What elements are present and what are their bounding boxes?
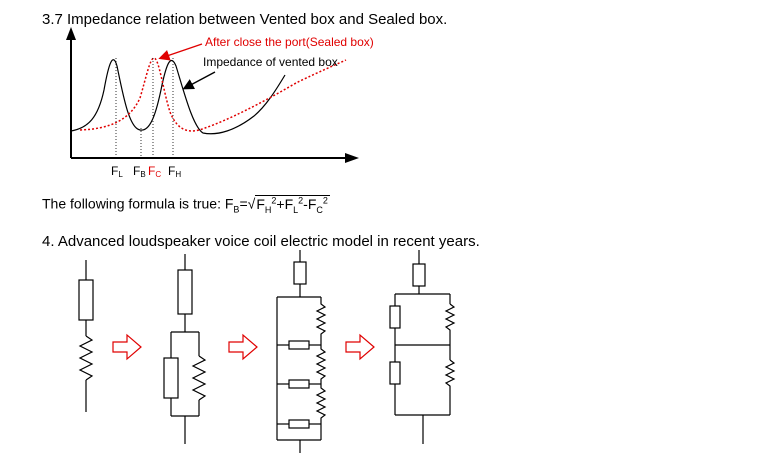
inductor-coil	[191, 355, 207, 401]
resistor	[163, 357, 179, 399]
vented-impedance-curve	[70, 59, 286, 135]
label-fl: FL	[111, 164, 123, 179]
label-fh: FH	[168, 164, 181, 179]
sealed-impedance-curve	[79, 57, 347, 132]
resistor	[412, 263, 426, 287]
resistor	[389, 305, 401, 329]
arrow-right-icon-2	[228, 333, 258, 361]
arrow-right-icon-1	[112, 333, 142, 361]
inductor-coil	[78, 335, 94, 381]
label-fb: FB	[133, 164, 146, 179]
model-1-r-l	[78, 260, 94, 412]
sealed-annotation: After close the port(Sealed box)	[205, 35, 374, 49]
radicand: FH2+FL2-FC2	[255, 194, 330, 215]
section-heading-voice-coil: 4. Advanced loudspeaker voice coil elect…	[42, 233, 480, 250]
label-fc: FC	[148, 164, 161, 179]
model-2-r-parallel	[163, 254, 207, 444]
inductor-coil	[315, 297, 327, 345]
model-3-ladder	[276, 250, 327, 453]
resistor	[78, 279, 94, 321]
impedance-chart: FL FB FC FH After close the port(Sealed …	[66, 27, 374, 179]
inductor-coil	[444, 303, 456, 345]
sealed-annotation-arrow	[158, 43, 203, 61]
y-axis-arrow-icon	[66, 27, 76, 40]
inductor-coil	[315, 384, 327, 424]
model-4-two-stage	[389, 250, 456, 444]
formula-line: The following formula is true: FB=√FH2+F…	[42, 194, 330, 215]
resistor	[288, 340, 310, 350]
vented-annotation: Impedance of vented box	[203, 55, 338, 69]
inductor-coil	[315, 345, 327, 384]
radical-icon: √	[247, 195, 256, 212]
x-axis-arrow-icon	[345, 153, 359, 163]
vented-annotation-arrow	[182, 71, 216, 90]
inductor-coil	[444, 359, 456, 415]
resistor	[389, 361, 401, 385]
formula-prefix: The following formula is true:	[42, 195, 225, 212]
resistor	[288, 379, 310, 389]
resistor	[293, 261, 307, 285]
section-heading-impedance: 3.7 Impedance relation between Vented bo…	[42, 11, 448, 28]
arrow-right-icon-3	[345, 333, 375, 361]
resistor	[288, 419, 310, 429]
resistor	[177, 269, 193, 315]
